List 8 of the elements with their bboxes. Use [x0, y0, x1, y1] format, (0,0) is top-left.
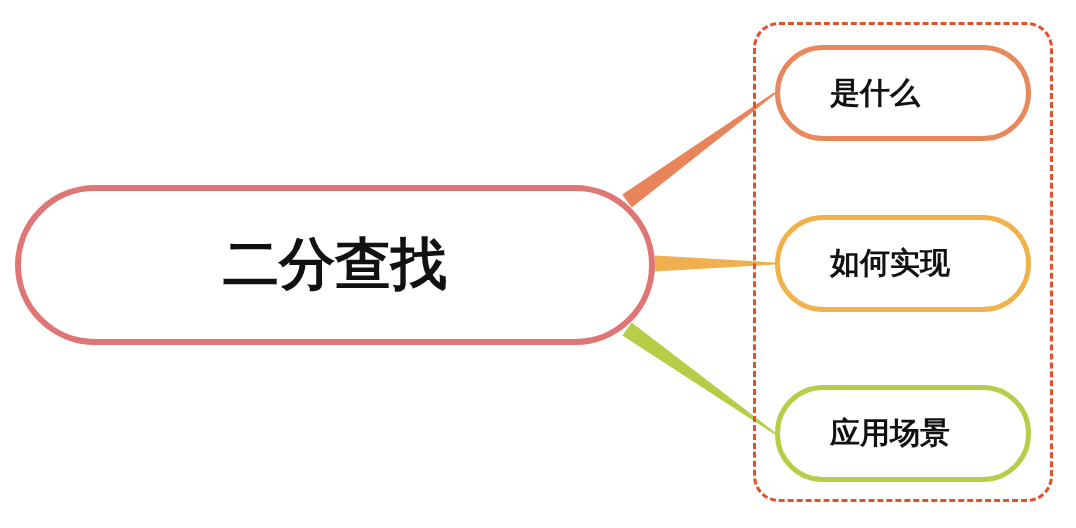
branch-connector: [622, 92, 776, 208]
topic-label: 如何实现: [830, 245, 950, 281]
topic-label: 二分查找: [223, 231, 447, 297]
topic-label: 是什么: [830, 74, 920, 111]
group-frame: [753, 22, 1053, 502]
topic-label: 应用场景: [830, 415, 950, 451]
branch-connector: [622, 322, 776, 435]
branch-connector: [655, 255, 775, 272]
